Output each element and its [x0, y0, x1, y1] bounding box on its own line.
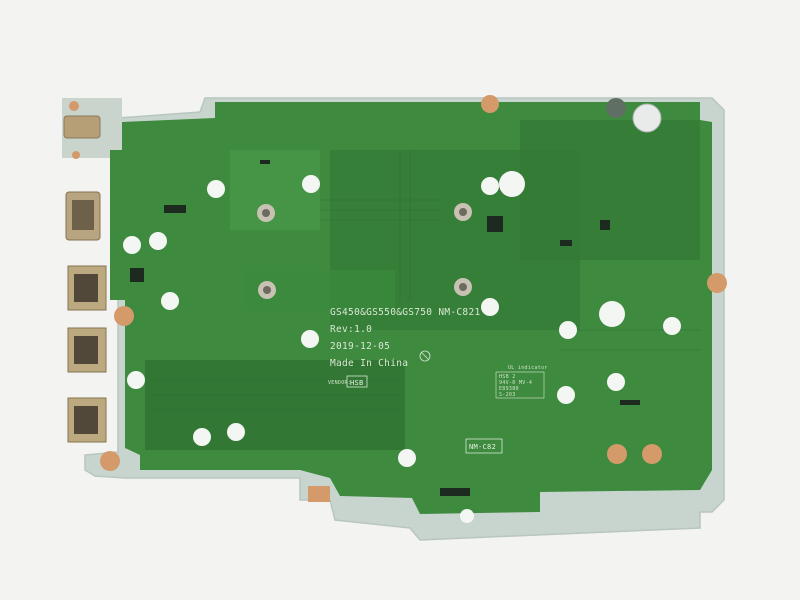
vendor-label: VENDOR: [328, 380, 351, 386]
bracket-screw-hole [69, 101, 79, 111]
bracket-screw-hole [72, 151, 80, 159]
usb-a-port [67, 265, 107, 311]
ground-plane-right [520, 120, 700, 260]
screw-standoffs [257, 203, 472, 299]
vendor-code: HSB [350, 379, 364, 387]
mount-hole-dark [606, 98, 626, 118]
ul-line-1: HSB 2 [499, 374, 516, 380]
part-label-box [465, 438, 503, 454]
ul-line-2: 94V-0 [499, 380, 516, 386]
part-label: NM-C82 [469, 443, 496, 451]
revision-text: Rev:1.0 [330, 324, 372, 335]
usb-a-port [67, 327, 107, 373]
ul-box [495, 371, 545, 399]
usb-a-port [67, 397, 107, 443]
date-text: 2019-12-05 [330, 341, 390, 352]
components [130, 160, 640, 496]
no-lead-symbol-icon [419, 350, 431, 362]
ul-line-2-right: MV-4 [519, 380, 532, 386]
ul-title: UL indicator [508, 365, 548, 371]
no-lead-symbol-slash [421, 352, 429, 360]
origin-text: Made In China [330, 358, 408, 369]
ul-line-3: E89380 [499, 386, 519, 392]
model-line-text: GS450&GS550&GS750 NM-C821 [330, 307, 481, 318]
usb-c-port-inner [72, 200, 94, 230]
copper-pads [100, 95, 727, 502]
mount-hole [632, 103, 662, 133]
test-points [123, 171, 681, 523]
audio-jack-port [63, 115, 101, 139]
vendor-box [346, 375, 368, 388]
ground-plane-bottom [145, 360, 405, 450]
traces [150, 150, 700, 411]
ul-line-4: S-203 [499, 392, 516, 398]
